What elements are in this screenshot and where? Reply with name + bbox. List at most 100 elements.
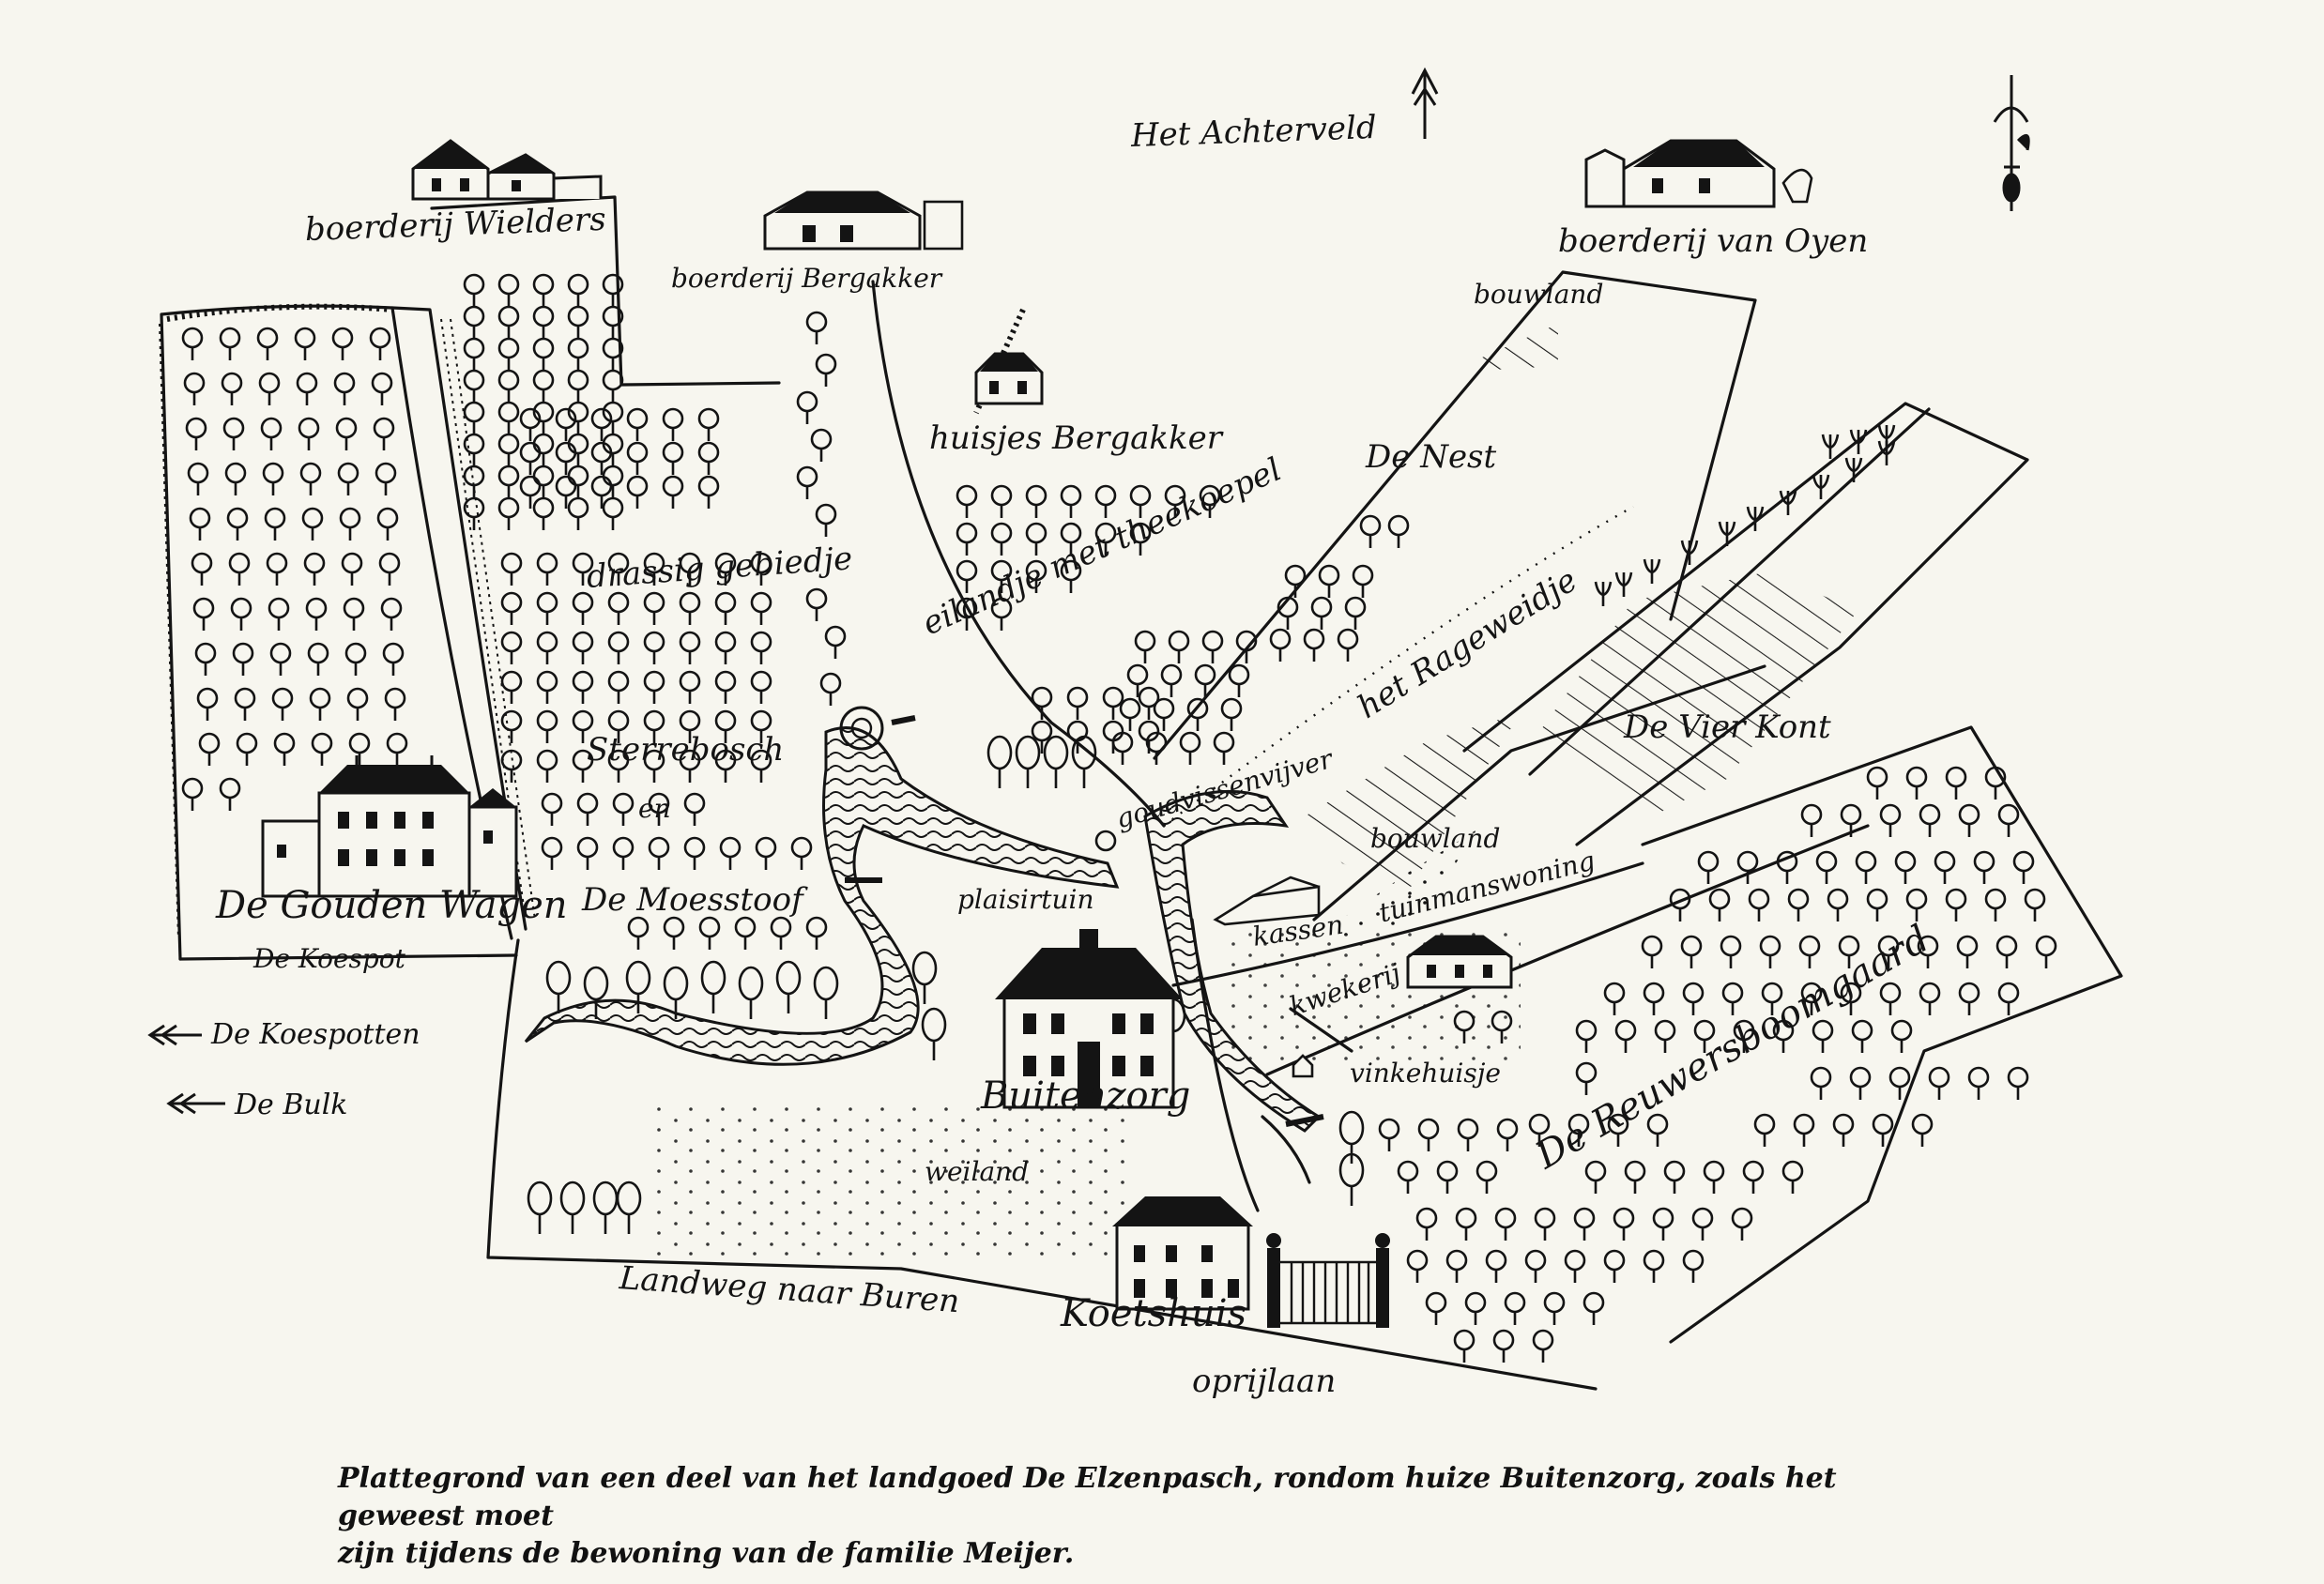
farmhouse-icon: [974, 352, 1044, 405]
tree-icon: [2035, 935, 2057, 970]
tree-icon: [1748, 888, 1770, 923]
tree-icon: [1397, 1160, 1419, 1196]
tree-icon: [719, 836, 742, 872]
tree-icon: [990, 522, 1013, 557]
tree-icon: [298, 417, 320, 452]
tree-icon: [532, 369, 555, 404]
tree-icon: [1849, 1066, 1872, 1102]
label-boerderij-bergakker: boerderij Bergakker: [671, 263, 942, 294]
building-van-oyen: [1584, 139, 1813, 208]
tree-icon: [1492, 1329, 1515, 1364]
tree-icon: [734, 916, 757, 952]
tree-icon: [1697, 850, 1720, 886]
farmland: [1305, 324, 1858, 938]
tree-icon: [956, 522, 978, 557]
tree-icon: [1387, 514, 1410, 550]
tree-icon: [555, 475, 577, 510]
tree-icon: [1031, 720, 1053, 755]
tree-icon: [555, 441, 577, 477]
label-bouwland-top: bouwland: [1474, 279, 1604, 310]
tree-icon: [463, 337, 485, 373]
tree-icon: [463, 273, 485, 309]
tree-icon: [1680, 935, 1703, 970]
tree-icon: [750, 591, 772, 627]
tree-icon: [1720, 935, 1742, 970]
tree-icon: [576, 792, 599, 828]
tree-icon: [607, 670, 630, 706]
tree-icon: [796, 465, 818, 501]
tree-icon: [271, 687, 294, 723]
tree-icon: [612, 836, 635, 872]
tree-icon: [1866, 766, 1888, 801]
tree-icon: [1984, 766, 2007, 801]
tree-icon: [1575, 1019, 1598, 1055]
tree-icon: [750, 631, 772, 666]
tree-icon: [626, 407, 649, 443]
tree-icon: [607, 591, 630, 627]
tree-icon: [296, 372, 318, 407]
tree-icon: [1475, 1160, 1498, 1196]
tree-icon: [226, 507, 249, 542]
tree-icon: [1534, 1207, 1556, 1242]
tree-icon: [2024, 888, 2046, 923]
tree-icon: [1213, 731, 1235, 767]
tree-icon: [1603, 1249, 1626, 1285]
tree-icon: [532, 433, 555, 468]
tree-icon: [1646, 1113, 1669, 1149]
tree-icon: [536, 670, 558, 706]
tree-icon: [567, 273, 589, 309]
building-vinkehuisje: [1292, 1054, 1314, 1078]
tree-icon: [662, 475, 684, 510]
tree-icon: [1015, 735, 1041, 790]
tree-icon: [269, 642, 292, 678]
tree-icon: [191, 552, 213, 587]
caption-line-1: Plattegrond van een deel van het landgoe…: [338, 1462, 1837, 1532]
tree-icon: [1277, 596, 1299, 632]
tree-icon: [2007, 1066, 2029, 1102]
tree-icon: [256, 327, 279, 362]
tree-icon: [663, 916, 685, 952]
tree-icon: [1832, 1113, 1855, 1149]
tree-icon: [1338, 1110, 1365, 1165]
tree-icon: [1494, 1207, 1517, 1242]
tree-icon: [1682, 1249, 1705, 1285]
tree-icon: [698, 916, 721, 952]
tree-icon: [311, 732, 333, 768]
tree-icon: [532, 337, 555, 373]
tree-icon: [1575, 1061, 1598, 1097]
tree-icon: [187, 462, 209, 497]
label-vinkehuisje: vinkehuisje: [1350, 1058, 1501, 1089]
tree-icon: [738, 966, 764, 1021]
label-vier-kont: De Vier Kont: [1624, 708, 1831, 746]
tree-icon: [1827, 888, 1849, 923]
tree-icon: [1721, 982, 1744, 1017]
gate-icon: [1266, 1233, 1390, 1328]
tree-icon: [294, 327, 316, 362]
tree-icon: [1031, 686, 1053, 722]
tree-icon: [643, 631, 665, 666]
tree-icon: [1406, 1249, 1429, 1285]
tree-icon: [1126, 663, 1149, 699]
tree-icon: [1269, 628, 1292, 663]
tree-icon: [602, 369, 624, 404]
tree-icon: [541, 836, 563, 872]
tree-icon: [1995, 935, 2018, 970]
tree-icon: [1455, 1207, 1477, 1242]
tree-icon: [1318, 564, 1340, 600]
tree-icon: [303, 552, 326, 587]
tree-icon: [1060, 484, 1082, 520]
label-de-koespot: De Koespot: [253, 943, 405, 974]
tree-icon: [1160, 663, 1183, 699]
tree-icon: [337, 462, 359, 497]
building-tuinmanswoning: [1406, 935, 1513, 989]
tree-icon: [815, 503, 837, 539]
tree-icon: [770, 916, 792, 952]
tree-icon: [1378, 1118, 1400, 1153]
tree-icon: [1815, 850, 1838, 886]
tree-icon: [567, 305, 589, 341]
tree-icon: [219, 327, 241, 362]
label-gouden-wagen: De Gouden Wagen: [216, 884, 568, 927]
tree-icon: [1066, 686, 1089, 722]
tree-icon: [500, 709, 523, 745]
